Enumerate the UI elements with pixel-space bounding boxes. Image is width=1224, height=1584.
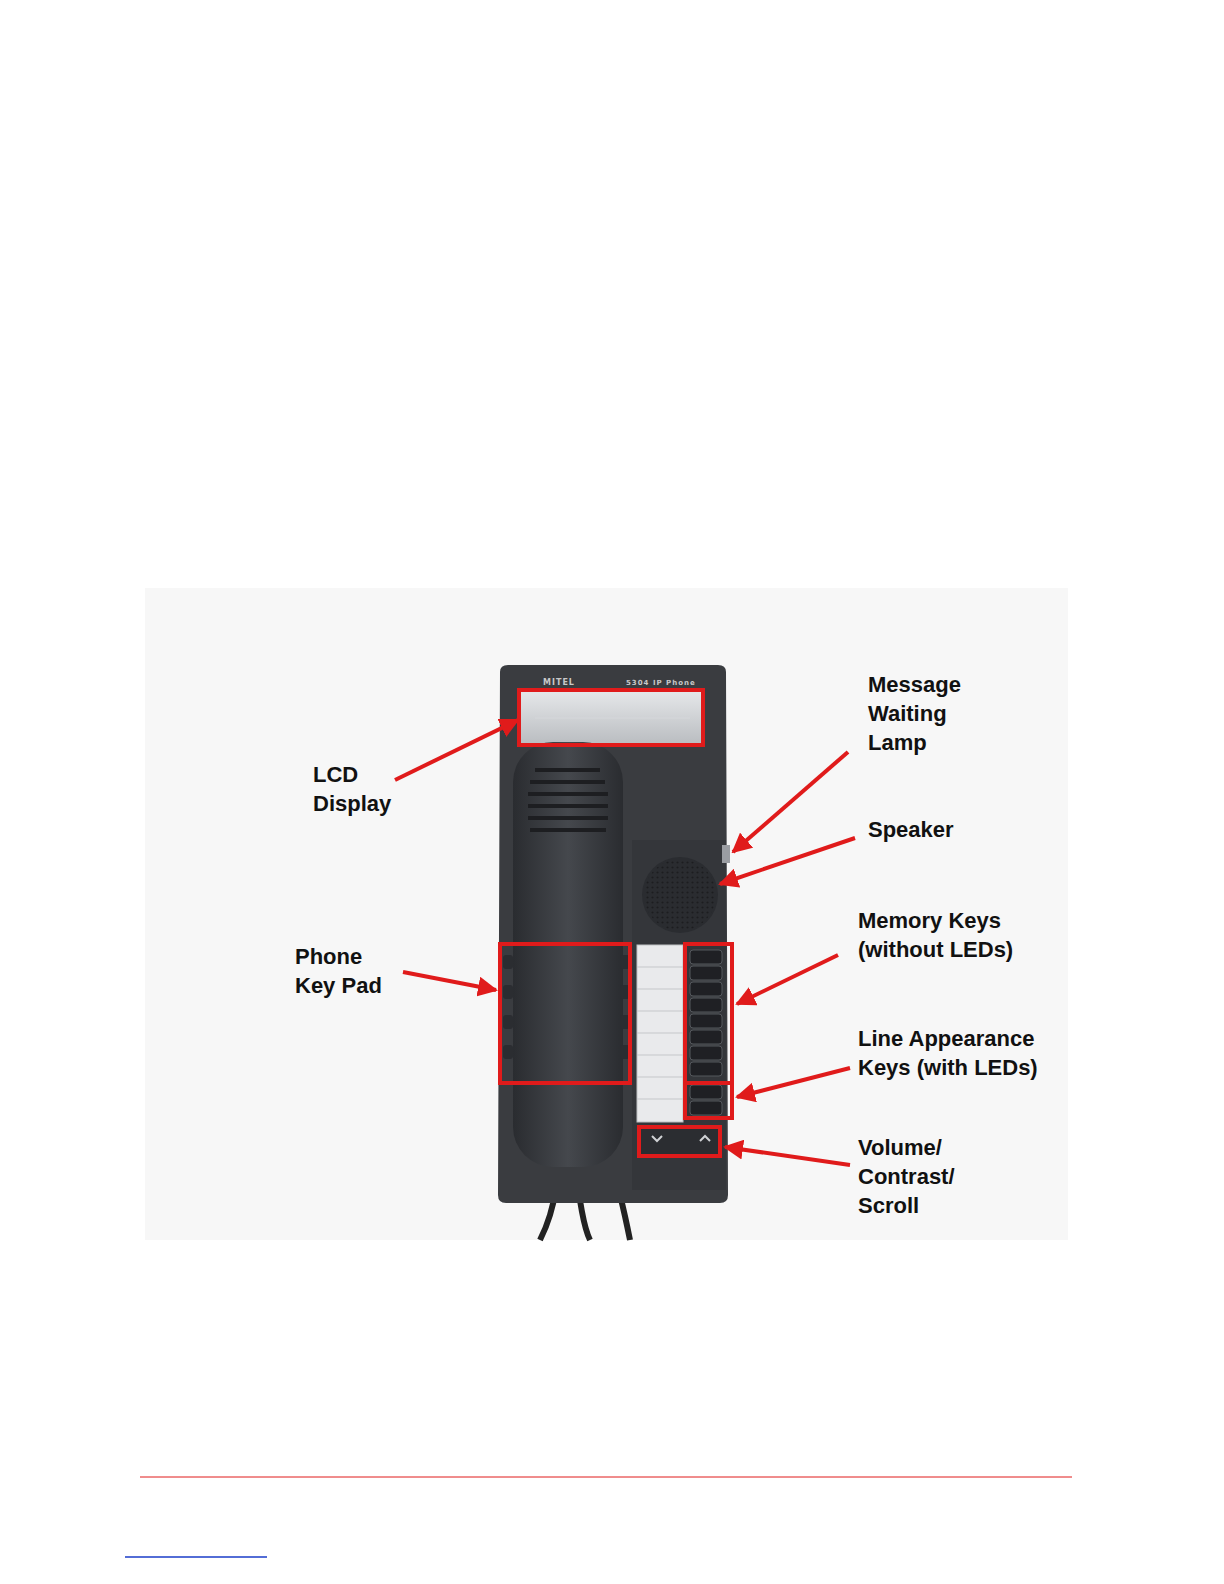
footer-rule	[140, 1477, 1072, 1478]
keypad-keys	[503, 955, 630, 1059]
key-label-card	[637, 945, 683, 1122]
handset-grill	[528, 770, 608, 830]
keys	[690, 950, 722, 1115]
leader-arrows	[395, 720, 855, 1165]
link-underline	[125, 1556, 267, 1558]
part-label: Memory Keys (without LEDs)	[858, 906, 1038, 964]
highlight-boxes	[500, 690, 732, 1156]
handset	[513, 742, 623, 1167]
phone-body	[498, 665, 728, 1203]
model-text: 5304 IP Phone	[626, 679, 696, 687]
photo-ground	[145, 588, 1068, 1240]
part-label: Phone Key Pad	[295, 942, 395, 1000]
lcd-display	[520, 690, 702, 745]
part-label: LCD Display	[313, 760, 408, 818]
part-label: Line Appearance Keys (with LEDs)	[858, 1024, 1063, 1082]
volume-keys	[641, 1129, 719, 1154]
speaker	[642, 857, 718, 933]
part-label: Message Waiting Lamp	[868, 670, 978, 757]
brand-text: MITEL	[543, 678, 575, 687]
message-lamp	[722, 845, 730, 863]
panel	[632, 840, 726, 1190]
part-label: Volume/ Contrast/ Scroll	[858, 1133, 970, 1220]
part-label: Speaker	[868, 815, 1018, 844]
